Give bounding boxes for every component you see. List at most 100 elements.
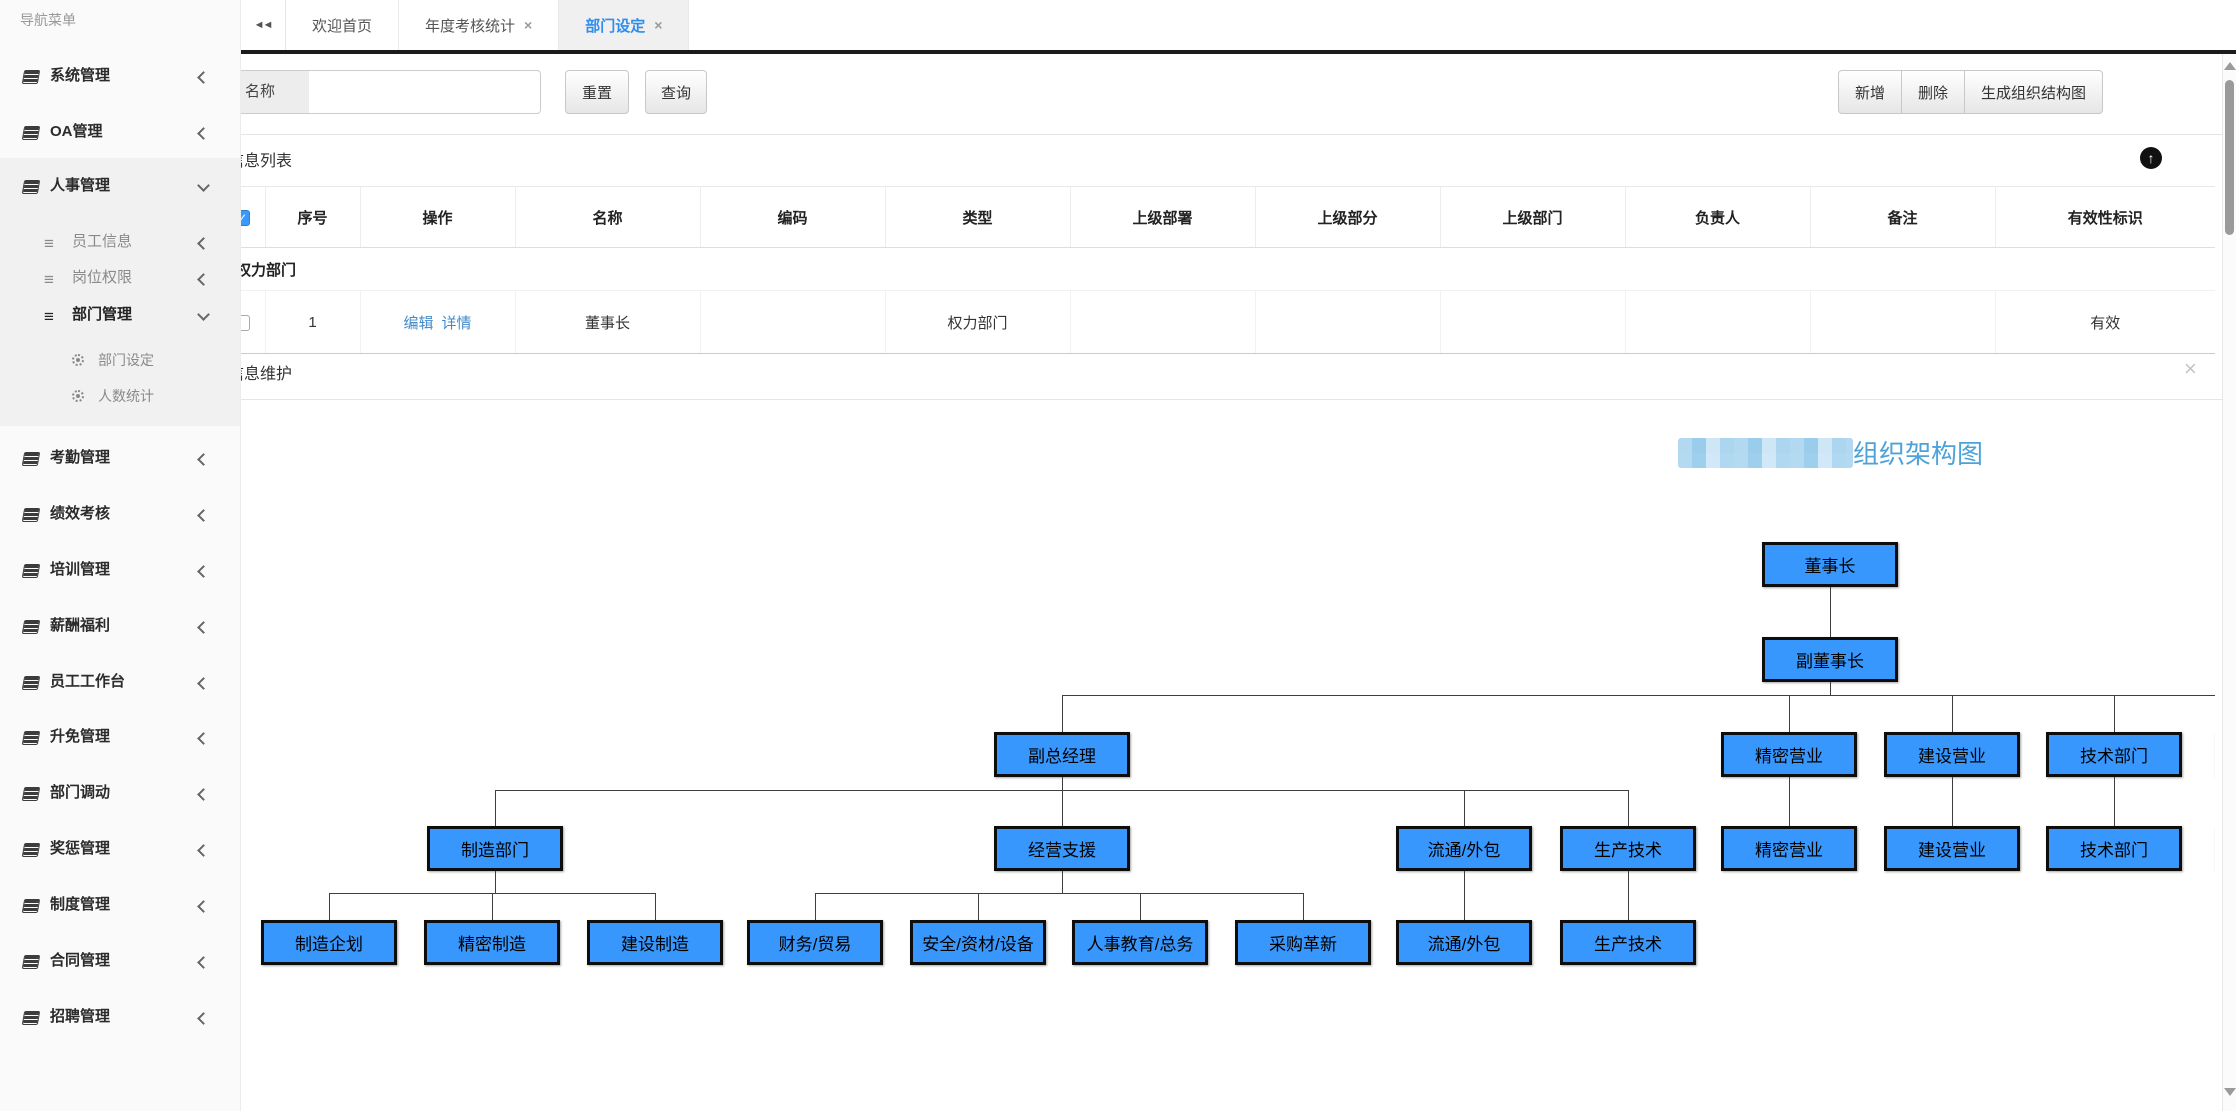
tabs-scroll-left-button[interactable]: ◄◄ xyxy=(240,0,286,50)
org-node-流通/外包[interactable]: 流通/外包 xyxy=(1396,920,1532,965)
org-node-生产技术[interactable]: 生产技术 xyxy=(1560,920,1696,965)
org-node-精密营业[interactable]: 精密营业 xyxy=(1721,826,1857,871)
sidebar-item-label: 考勤管理 xyxy=(50,449,111,466)
sidebar-item-label: 部门设定 xyxy=(98,352,154,368)
sidebar-item-部门调动[interactable]: 部门调动 xyxy=(0,778,240,808)
book-icon xyxy=(21,126,41,140)
org-node-安全/资材/设备[interactable]: 安全/资材/设备 xyxy=(910,920,1046,965)
org-chart-title: 组织架构图 xyxy=(1853,439,1984,469)
tab-close-icon[interactable]: × xyxy=(524,17,533,33)
org-node-副董事长[interactable]: 副董事长 xyxy=(1762,637,1898,682)
book-icon xyxy=(21,508,41,522)
column-header-有效性标识: 有效性标识 xyxy=(1995,186,2215,248)
sidebar-title: 导航菜单 xyxy=(20,12,76,28)
org-node-建设营业[interactable]: 建设营业 xyxy=(1884,826,2020,871)
sidebar-item-员工信息[interactable]: ≡员工信息 xyxy=(0,227,240,257)
scrollbar-thumb[interactable] xyxy=(2225,80,2234,235)
tab-部门设定[interactable]: 部门设定 × xyxy=(559,0,690,50)
redacted-company-name xyxy=(1678,438,1853,468)
sidebar-item-label: 系统管理 xyxy=(50,67,111,84)
action-button-新增[interactable]: 新增 xyxy=(1838,70,1903,114)
column-header-备注: 备注 xyxy=(1810,186,1996,248)
org-node-精密制造[interactable]: 精密制造 xyxy=(424,920,560,965)
org-connector-line xyxy=(1140,893,1141,920)
sidebar-item-系统管理[interactable]: 系统管理 xyxy=(0,61,240,91)
org-node-技术部门[interactable]: 技术部门 xyxy=(2046,732,2182,777)
row-link-编辑[interactable]: 编辑 xyxy=(403,314,434,332)
sidebar-item-招聘管理[interactable]: 招聘管理 xyxy=(0,1002,240,1032)
org-node-建设营业[interactable]: 建设营业 xyxy=(1884,732,2020,777)
org-connector-line xyxy=(2114,777,2115,826)
tab-年度考核统计[interactable]: 年度考核统计 × xyxy=(399,0,560,50)
sidebar-item-升免管理[interactable]: 升免管理 xyxy=(0,722,240,752)
tab-label: 年度考核统计 xyxy=(425,17,516,35)
org-node-制造部门[interactable]: 制造部门 xyxy=(427,826,563,871)
chevron-left-icon xyxy=(197,956,210,969)
column-header-负责人: 负责人 xyxy=(1625,186,1811,248)
tabbar-bottom-rule xyxy=(240,50,2236,54)
cell xyxy=(1625,290,1811,354)
search-input[interactable] xyxy=(309,70,541,114)
org-connector-line xyxy=(2114,695,2115,732)
sidebar-item-岗位权限[interactable]: ≡岗位权限 xyxy=(0,263,240,293)
org-node-副总经理[interactable]: 副总经理 xyxy=(994,732,1130,777)
tab-list: 欢迎首页 年度考核统计 × 部门设定 × xyxy=(286,0,690,50)
org-node-制造企划[interactable]: 制造企划 xyxy=(261,920,397,965)
cell: 权力部门 xyxy=(885,290,1071,354)
row-link-详情[interactable]: 详情 xyxy=(441,314,472,332)
org-connector-line xyxy=(655,893,656,920)
sidebar-item-绩效考核[interactable]: 绩效考核 xyxy=(0,499,240,529)
org-node-生产技术[interactable]: 生产技术 xyxy=(1560,826,1696,871)
reset-button[interactable]: 重置 xyxy=(565,70,629,114)
org-connector-line xyxy=(1952,777,1953,826)
org-node-技术部门[interactable]: 技术部门 xyxy=(2046,826,2182,871)
page-scrollbar[interactable] xyxy=(2222,54,2236,1111)
tab-欢迎首页[interactable]: 欢迎首页 xyxy=(286,0,400,50)
column-header-上级部分: 上级部分 xyxy=(1255,186,1441,248)
org-node-经营支援[interactable]: 经营支援 xyxy=(994,826,1130,871)
org-node-董事长[interactable]: 董事长 xyxy=(1762,542,1898,587)
sidebar-item-培训管理[interactable]: 培训管理 xyxy=(0,555,240,585)
chevron-left-icon xyxy=(197,677,210,690)
close-icon[interactable]: × xyxy=(2184,356,2197,381)
org-connector-line xyxy=(495,790,1628,791)
org-node-流通/外包[interactable]: 流通/外包 xyxy=(1396,826,1532,871)
scroll-down-arrow-icon[interactable] xyxy=(2224,1088,2236,1096)
org-connector-line xyxy=(978,893,979,920)
org-node-人事教育/总务[interactable]: 人事教育/总务 xyxy=(1072,920,1208,965)
sidebar-item-制度管理[interactable]: 制度管理 xyxy=(0,890,240,920)
sidebar-item-OA管理[interactable]: OA管理 xyxy=(0,117,240,147)
sidebar-item-人事管理[interactable]: 人事管理 xyxy=(0,171,240,201)
sidebar-item-奖惩管理[interactable]: 奖惩管理 xyxy=(0,834,240,864)
org-connector-line xyxy=(495,871,496,893)
cell xyxy=(1440,290,1626,354)
org-connector-line xyxy=(1062,871,1063,893)
sidebar-item-部门管理[interactable]: ≡部门管理 xyxy=(0,300,240,330)
sidebar-item-薪酬福利[interactable]: 薪酬福利 xyxy=(0,611,240,641)
org-node-精密营业[interactable]: 精密营业 xyxy=(1721,732,1857,777)
collapse-panel-icon[interactable]: ↑ xyxy=(2140,147,2162,169)
sidebar-item-合同管理[interactable]: 合同管理 xyxy=(0,946,240,976)
sidebar-active-section-highlight xyxy=(0,158,240,426)
sidebar-item-考勤管理[interactable]: 考勤管理 xyxy=(0,443,240,473)
sidebar: 导航菜单 系统管理 OA管理人事管理 ≡员工信息 ≡岗位权限 ≡部门管理部门设定人数统计… xyxy=(0,0,241,1111)
sidebar-item-label: 人事管理 xyxy=(50,177,111,194)
action-button-生成组织结构图[interactable]: 生成组织结构图 xyxy=(1964,70,2104,114)
tab-close-icon[interactable]: × xyxy=(654,17,663,33)
query-button[interactable]: 查询 xyxy=(645,70,707,114)
tab-label: 部门设定 xyxy=(585,17,646,35)
sidebar-item-label: 部门管理 xyxy=(72,306,133,323)
cell: 有效 xyxy=(1995,290,2215,354)
sidebar-item-label: 岗位权限 xyxy=(72,269,133,286)
scroll-up-arrow-icon[interactable] xyxy=(2224,62,2236,70)
org-node-采购革新[interactable]: 采购革新 xyxy=(1235,920,1371,965)
sidebar-item-部门设定[interactable]: 部门设定 xyxy=(0,345,240,375)
sidebar-item-人数统计[interactable]: 人数统计 xyxy=(0,381,240,411)
org-node-财务/贸易[interactable]: 财务/贸易 xyxy=(747,920,883,965)
org-node-建设制造[interactable]: 建设制造 xyxy=(587,920,723,965)
action-button-删除[interactable]: 删除 xyxy=(1901,70,1966,114)
org-connector-line xyxy=(1830,587,1831,637)
sidebar-item-员工工作台[interactable]: 员工工作台 xyxy=(0,667,240,697)
